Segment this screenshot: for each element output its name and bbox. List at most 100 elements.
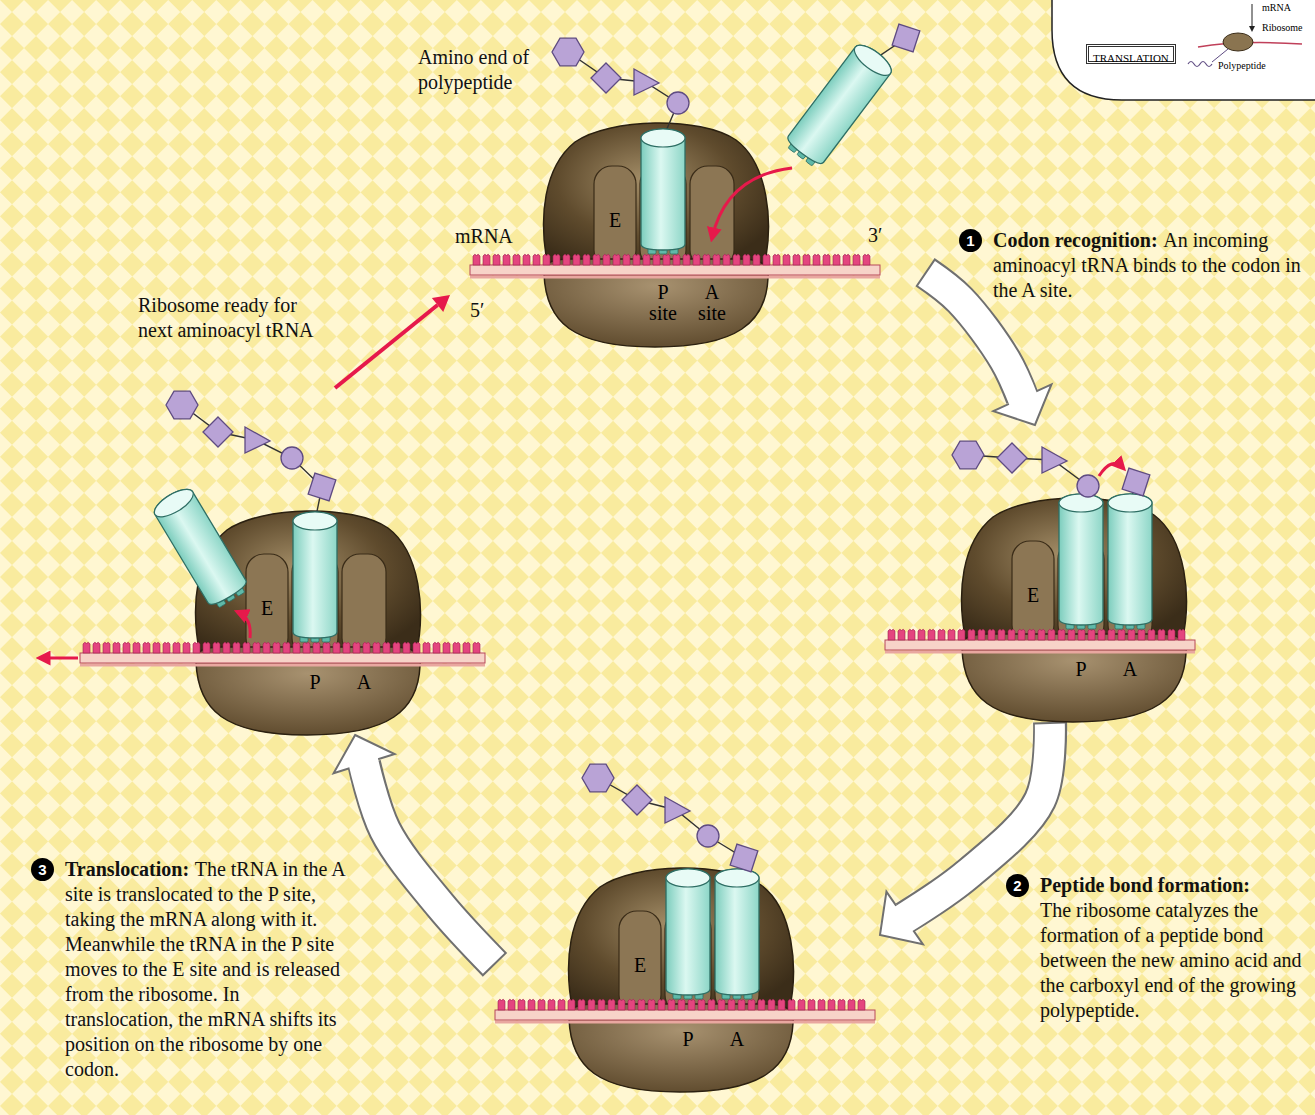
mrna-base [498,999,505,1010]
ribosome-site [619,911,661,1013]
mrna-base [433,642,440,653]
amino-acid [1042,447,1067,473]
pointer-head [1249,26,1255,32]
mrna-base [203,642,210,653]
arrow-fill [901,724,1050,920]
mrna-base [173,642,180,653]
step-heading: Translocation: [65,858,189,880]
large-subunit [569,868,794,1012]
trna-top [150,484,197,522]
site-letter: A [730,1029,744,1050]
mrna-base [753,254,760,265]
mrna-base [243,642,250,653]
mrna-base [768,999,775,1010]
mrna-base [483,254,490,265]
mrna-base [788,999,795,1010]
mrna-base [353,642,360,653]
stage-shape [80,388,490,735]
end-label: 5′ [470,298,484,323]
amino-acid [634,69,659,95]
site-letter: P site [649,282,677,324]
peptide-link [598,778,744,878]
mrna-base [758,999,765,1010]
mrna-base [263,642,270,653]
step-text: The ribosome catalyzes the formation of … [1040,899,1302,1021]
step-text: The tRNA in the A site is translocated t… [65,858,345,1080]
mrna-base [293,642,300,653]
strand-label: mRNA [455,224,513,249]
mrna-base [718,999,725,1010]
site-letter: P [1075,659,1086,680]
mrna-strand [885,640,1195,650]
mrna-base [728,999,735,1010]
trna-top [293,512,337,530]
trna-top [850,40,896,81]
amino-acid [203,417,233,447]
mrna-base [843,254,850,265]
mrna-base [383,642,390,653]
mrna-base [798,999,805,1010]
annotation: Amino end of polypeptide [418,45,548,95]
amino-acid [730,844,758,872]
cycle-arrow [334,735,495,965]
mrna-base [1178,629,1185,640]
amino-acid [245,427,270,453]
mrna-base [803,254,810,265]
stage-shape [885,425,1200,722]
mrna-base [1138,629,1145,640]
mrna-base [1158,629,1165,640]
mrna-base [183,642,190,653]
mrna-base [598,999,605,1010]
amino-acid [1077,475,1099,497]
mrna-base [838,999,845,1010]
ribosome-site [690,166,734,268]
caption-block: 2Peptide bond formation:The ribosome cat… [1040,873,1308,1023]
mini-polypeptide [1188,62,1212,67]
trna [782,40,895,170]
mrna-strand [80,653,485,663]
mrna-base [773,254,780,265]
mrna-base [818,999,825,1010]
mrna-base [978,629,985,640]
mrna-base [678,999,685,1010]
mrna-base [683,254,690,265]
mrna-base [663,254,670,265]
mrna-base [968,629,975,640]
cycle-arrow [880,722,1050,944]
mrna-base [688,999,695,1010]
mrna-base [733,254,740,265]
mrna-base [273,642,280,653]
mrna-base [233,642,240,653]
mrna-base [213,642,220,653]
mrna-base [928,629,935,640]
amino-acid [667,92,689,114]
mrna-base [253,642,260,653]
mrna-base [708,999,715,1010]
peptide-link [182,405,322,521]
trna [715,869,759,999]
mrna-base [1068,629,1075,640]
mrna-base [828,999,835,1010]
movement-arrow [712,168,792,238]
mrna-base [658,999,665,1010]
mrna-base [668,999,675,1010]
mrna-base [1038,629,1045,640]
mrna-base [103,642,110,653]
trna-top [1059,494,1103,512]
mrna-base [1008,629,1015,640]
amino-acid [892,24,920,52]
mrna-base [1028,629,1035,640]
mrna-base [393,642,400,653]
end-label: 3′ [868,223,882,248]
mrna-base [633,254,640,265]
trna [150,484,251,611]
amino-acid [308,473,336,501]
mrna-base [313,642,320,653]
trna-body [150,484,248,608]
trna [1059,494,1103,629]
arrow-fill [363,760,494,964]
ribosome [196,511,421,735]
mrna-base [413,642,420,653]
mrna-base [473,254,480,265]
mrna-base [1078,629,1085,640]
